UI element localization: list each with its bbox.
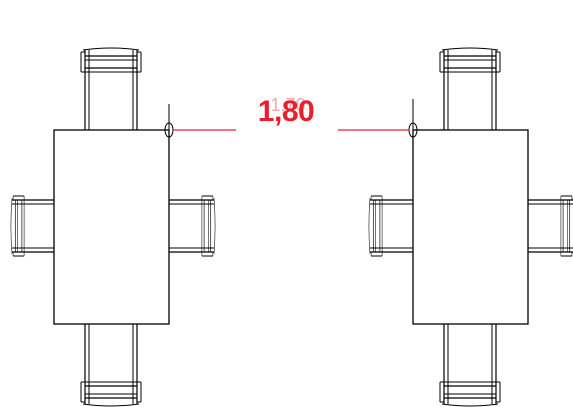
right-table-chair-bottom — [439, 321, 501, 407]
left-table — [53, 129, 170, 325]
right-table — [412, 129, 529, 325]
right-table-chair-left — [368, 195, 416, 257]
right-table-group — [368, 47, 573, 407]
right-table-chair-right — [527, 195, 573, 257]
left-table-group — [10, 47, 216, 407]
dimension-value-label: 1,80 — [257, 95, 315, 128]
right-table-chair-top — [439, 47, 501, 133]
dimension-annotation — [164, 99, 418, 140]
left-table-chair-bottom — [80, 321, 142, 407]
left-table-chair-top — [80, 47, 142, 133]
left-table-chair-right — [168, 195, 216, 257]
dimension-ghost-label: 1,70 — [270, 95, 306, 115]
left-table-chair-left — [10, 195, 58, 257]
